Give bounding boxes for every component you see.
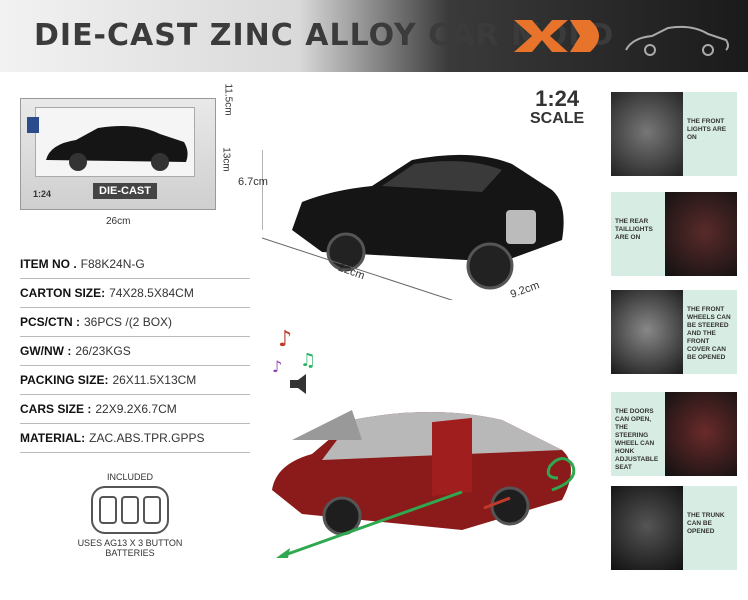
feature-panel: THE REAR TAILLIGHTS ARE ON [611, 192, 737, 276]
spec-label: PCS/CTN : [20, 315, 80, 329]
spec-row: GW/NW :26/23KGS [20, 337, 250, 366]
spec-value: 26X11.5X13CM [112, 373, 197, 387]
spec-label: CARTON SIZE: [20, 286, 106, 300]
spec-label: CARS SIZE : [20, 402, 92, 416]
spec-value: F88K24N-G [80, 257, 145, 271]
feature-panel: THE FRONT WHEELS CAN BE STEERED AND THE … [611, 290, 737, 374]
feature-image [611, 92, 683, 176]
spec-row: CARS SIZE :22X9.2X6.7CM [20, 395, 250, 424]
feature-text: THE REAR TAILLIGHTS ARE ON [611, 192, 665, 276]
box-logo-text: DIE-CAST [93, 183, 157, 199]
scale-word: SCALE [530, 110, 585, 127]
box-badge-icon [27, 117, 39, 133]
spec-label: GW/NW : [20, 344, 72, 358]
boxed-car-image [46, 126, 188, 171]
spec-value: ZAC.ABS.TPR.GPPS [89, 431, 205, 445]
feature-text: THE FRONT LIGHTS ARE ON [683, 92, 737, 176]
feature-panel: THE DOORS CAN OPEN, THE STEERING WHEEL C… [611, 392, 737, 476]
feature-image [665, 392, 737, 476]
music-notes-icon: ♪ ♫ ♪ [272, 327, 316, 394]
battery-note: USES AG13 X 3 BUTTON BATTERIES [77, 538, 183, 558]
svg-text:♪: ♪ [278, 327, 292, 352]
car-silhouette-icon [625, 25, 729, 56]
red-car-image [272, 410, 576, 558]
feature-image [611, 290, 683, 374]
feature-text: THE DOORS CAN OPEN, THE STEERING WHEEL C… [611, 392, 665, 476]
box-body: 1:24 DIE-CAST [20, 98, 216, 210]
spec-row: CARTON SIZE:74X28.5X84CM [20, 279, 250, 308]
spec-value: 22X9.2X6.7CM [95, 402, 177, 416]
feature-image [665, 192, 737, 276]
svg-text:♫: ♫ [300, 350, 316, 371]
scale-number: 1:24 [535, 86, 580, 111]
spec-label: MATERIAL: [20, 431, 86, 445]
black-car-image [262, 150, 564, 300]
svg-text:♪: ♪ [272, 357, 282, 376]
page-title: DIE-CAST ZINC ALLOY CAR MOLD [34, 18, 615, 53]
feature-panel: THE TRUNK CAN BE OPENED [611, 486, 737, 570]
box-width-label: 26cm [106, 216, 131, 227]
spec-row: PACKING SIZE:26X11.5X13CM [20, 366, 250, 395]
packaging-box: 1:24 DIE-CAST 11.5cm 13cm 26cm [16, 83, 234, 227]
feature-image [611, 486, 683, 570]
header-banner: DIE-CAST ZINC ALLOY CAR MOLD [0, 0, 748, 72]
spec-list: ITEM NO .F88K24N-G CARTON SIZE:74X28.5X8… [20, 250, 250, 453]
battery-info: INCLUDED USES AG13 X 3 BUTTON BATTERIES [70, 472, 190, 582]
feature-text: THE FRONT WHEELS CAN BE STEERED AND THE … [683, 290, 737, 374]
battery-icon [91, 486, 169, 534]
car-height-label: 6.7cm [238, 176, 268, 188]
spec-row: ITEM NO .F88K24N-G [20, 250, 250, 279]
spec-value: 74X28.5X84CM [109, 286, 194, 300]
spec-value: 26/23KGS [75, 344, 131, 358]
scale-badge: 1:24 SCALE [530, 88, 584, 128]
box-scale-label: 1:24 [33, 189, 52, 199]
spec-label: PACKING SIZE: [20, 373, 109, 387]
box-window [35, 107, 195, 177]
spec-row: PCS/CTN : 36PCS /(2 BOX) [20, 308, 250, 337]
spec-value: 36PCS /(2 BOX) [84, 315, 173, 329]
box-height-label: 11.5cm [222, 83, 234, 116]
feature-text: THE TRUNK CAN BE OPENED [683, 486, 737, 570]
battery-included-label: INCLUDED [106, 472, 153, 482]
box-depth-label: 13cm [220, 147, 232, 172]
spec-label: ITEM NO . [20, 257, 77, 271]
spec-row: MATERIAL:ZAC.ABS.TPR.GPPS [20, 424, 250, 453]
brand-logo [514, 20, 599, 52]
feature-panel: THE FRONT LIGHTS ARE ON [611, 92, 737, 176]
